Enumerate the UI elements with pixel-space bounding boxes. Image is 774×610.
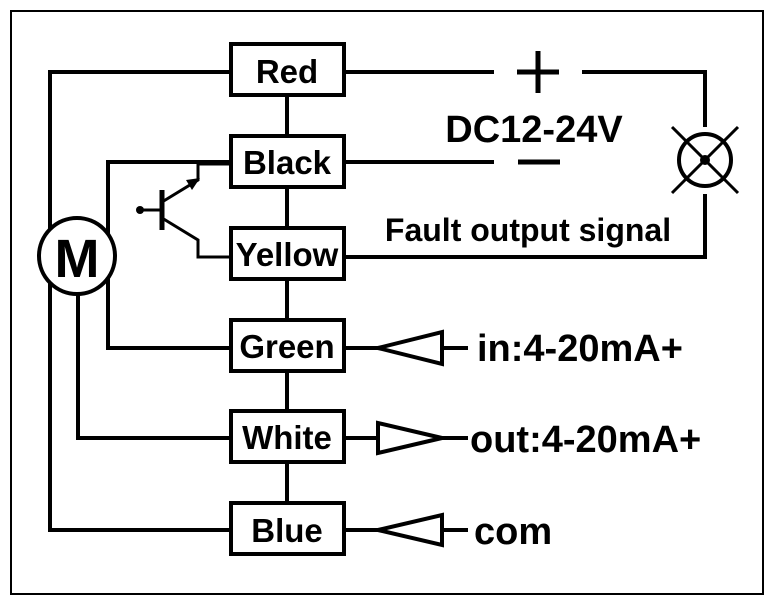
terminal-yellow-label: Yellow: [236, 236, 339, 273]
yellow-to-lamp-wire: [342, 194, 707, 259]
black-green-loop-wire: [106, 160, 233, 350]
output-signal-label: out:4-20mA+: [470, 419, 701, 461]
input-signal-label: in:4-20mA+: [477, 328, 683, 370]
transistor-icon: [136, 162, 231, 259]
white-to-motor-wire: [76, 288, 233, 440]
terminal-white-label: White: [242, 419, 332, 456]
motor-circle: [37, 216, 117, 296]
output-signal-arrow: [342, 420, 468, 456]
terminal-yellow: Yellow: [229, 226, 346, 281]
common-signal-label: com: [474, 511, 552, 553]
terminal-blue-label: Blue: [251, 512, 323, 549]
terminal-black-label: Black: [243, 144, 332, 181]
terminal-green-label: Green: [239, 328, 334, 365]
terminal-green: Green: [229, 318, 346, 373]
terminal-red-label: Red: [256, 53, 318, 90]
red-blue-loop-wire: [48, 70, 233, 532]
input-signal-arrow: [342, 329, 468, 367]
terminal-red: Red: [229, 42, 346, 97]
diagram-frame: [10, 10, 764, 595]
common-signal-arrow: [342, 512, 468, 548]
fault-output-label: Fault output signal: [385, 212, 671, 248]
terminal-white: White: [229, 409, 346, 464]
supply-voltage-label: DC12-24V: [445, 109, 623, 151]
lamp-icon: [670, 125, 740, 195]
motor-symbol: M: [37, 216, 117, 296]
plus-terminal-symbol: [517, 51, 559, 93]
terminal-black: Black: [229, 134, 346, 189]
terminal-blue: Blue: [229, 501, 346, 556]
motor-label: M: [55, 229, 100, 289]
